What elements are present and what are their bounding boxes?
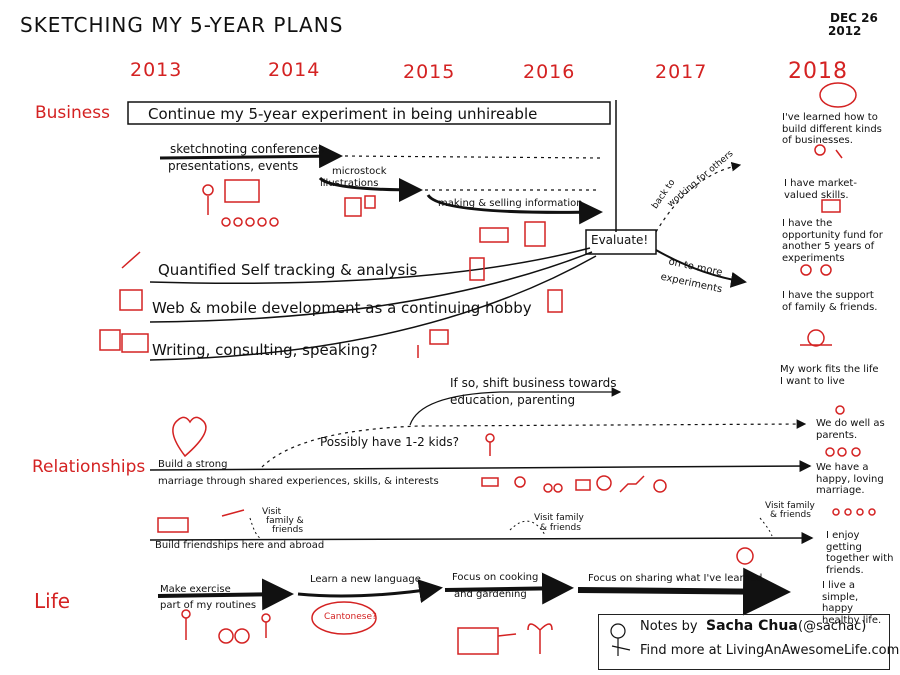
year-label: 2018 bbox=[788, 59, 848, 84]
date-line-1: DEC 26 bbox=[830, 11, 878, 25]
visit-label: & friends bbox=[770, 510, 811, 520]
visit-label: & friends bbox=[540, 523, 581, 533]
year-label: 2016 bbox=[523, 61, 576, 83]
outcome-item: I enjoy getting together with friends. bbox=[826, 530, 894, 576]
credit-box bbox=[598, 614, 890, 670]
if-so-label: If so, shift business towards bbox=[450, 376, 617, 390]
sharing-label: Focus on sharing what I've learned bbox=[588, 573, 763, 584]
section-life: Life bbox=[34, 589, 71, 613]
quantified-self-text: Quantified Self tracking & analysis bbox=[158, 261, 418, 279]
illustrations-label: illustrations bbox=[320, 178, 379, 189]
year-label: 2017 bbox=[655, 61, 708, 83]
outcome-item: I've learned how to build different kind… bbox=[782, 112, 882, 146]
marriage-label-a: Build a strong bbox=[158, 459, 228, 470]
writing-consulting-text: Writing, consulting, speaking? bbox=[152, 341, 378, 359]
outcome-item: I live a simple, happy healthy life. bbox=[822, 580, 882, 626]
credit-name: Sacha Chua bbox=[706, 618, 798, 634]
section-business: Business bbox=[35, 103, 110, 123]
outcome-item: I have the support of family & friends. bbox=[782, 290, 878, 313]
exercise-label-a: Make exercise bbox=[160, 584, 231, 595]
date-line-2: 2012 bbox=[828, 24, 862, 38]
web-mobile-text: Web & mobile development as a continuing… bbox=[152, 299, 532, 317]
outcome-item: We have a happy, loving marriage. bbox=[816, 462, 884, 496]
credit-prefix: Notes by bbox=[640, 619, 698, 634]
lightbulb-icon bbox=[736, 547, 754, 565]
business-main-text: Continue my 5-year experiment in being u… bbox=[148, 105, 538, 123]
visit-label: Visit family bbox=[765, 501, 815, 511]
cooking-label-b: and gardening bbox=[454, 589, 527, 600]
friendships-label: Build friendships here and abroad bbox=[155, 540, 325, 551]
evaluate-box bbox=[585, 229, 657, 255]
page-title: SKETCHING MY 5-YEAR PLANS bbox=[20, 13, 344, 37]
cooking-label-a: Focus on cooking bbox=[452, 572, 539, 583]
cantonese-label: Cantonese? bbox=[324, 612, 377, 622]
presentation-screen-icon bbox=[224, 179, 260, 203]
visit-label: friends bbox=[272, 525, 304, 535]
language-label: Learn a new language bbox=[310, 574, 421, 585]
evaluate-label: Evaluate! bbox=[591, 233, 649, 247]
visit-label: family & bbox=[266, 516, 304, 526]
outcome-item: I have the opportunity fund for another … bbox=[782, 218, 883, 264]
business-main-box bbox=[127, 101, 611, 125]
outcome-item: I have market-valued skills. bbox=[784, 178, 857, 201]
visit-label: Visit family bbox=[534, 513, 584, 523]
section-relationships: Relationships bbox=[32, 457, 146, 477]
education-parenting-label: education, parenting bbox=[450, 393, 576, 407]
year-label: 2013 bbox=[130, 59, 183, 81]
trend-arrow-icon bbox=[121, 251, 141, 269]
palette-icon bbox=[819, 82, 857, 108]
microstock-label: microstock bbox=[332, 166, 387, 177]
credit-handle: (@sachac) bbox=[798, 619, 867, 634]
outcome-item: My work fits the life I want to live bbox=[780, 364, 879, 387]
kids-label: Possibly have 1-2 kids? bbox=[320, 435, 460, 449]
credit-link[interactable]: Find more at LivingAnAwesomeLife.com! bbox=[640, 643, 900, 658]
making-selling-label: making & selling information bbox=[438, 198, 583, 209]
outcome-item: We do well as parents. bbox=[816, 418, 885, 441]
speech-bubble-icon bbox=[311, 601, 377, 635]
sprout-icon bbox=[527, 623, 553, 654]
exercise-label-b: part of my routines bbox=[160, 600, 257, 611]
visit-label: Visit bbox=[262, 507, 282, 517]
presentations-label: presentations, events bbox=[168, 159, 299, 173]
year-label: 2014 bbox=[268, 59, 321, 81]
heart-couple-icon bbox=[172, 416, 207, 458]
year-label: 2015 bbox=[403, 61, 456, 83]
cooking-pot-icon bbox=[457, 627, 499, 655]
marriage-label-b: marriage through shared experiences, ski… bbox=[158, 476, 439, 487]
sketchnoting-label: sketchnoting conferences bbox=[170, 142, 325, 156]
